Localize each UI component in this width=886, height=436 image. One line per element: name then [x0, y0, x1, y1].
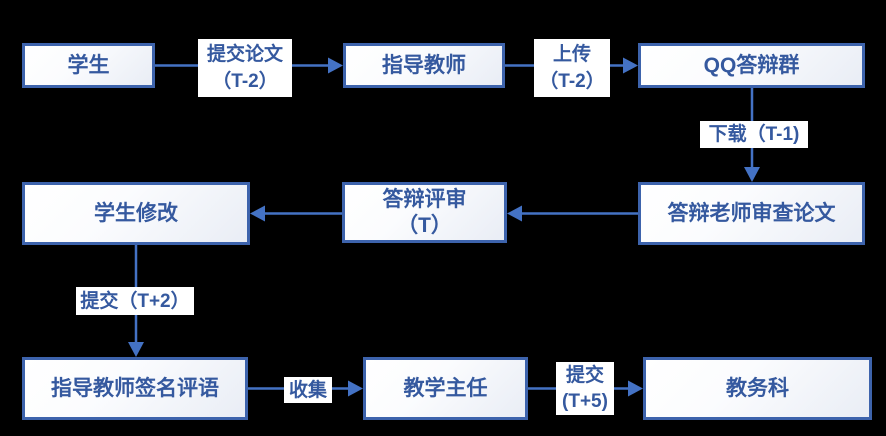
node-defense-review-line2: （T） — [397, 213, 452, 237]
node-student: 学生 — [22, 43, 155, 88]
node-advisor-signature-label: 指导教师签名评语 — [51, 376, 219, 400]
node-qq-defense-group: QQ答辩群 — [638, 43, 865, 88]
edge-label-submit-t5: 提交 (T+5) — [556, 362, 614, 415]
edge-label-download: 下载（T-1) — [700, 121, 808, 148]
node-defense-review-line1: 答辩评审 — [382, 187, 467, 211]
arrowhead-checker-to-review — [507, 205, 522, 222]
node-defense-teacher-check-label: 答辩老师审查论文 — [667, 201, 836, 225]
edge-label-upload-line1: 上传 — [552, 44, 591, 65]
arrowhead-revision-to-sign — [128, 342, 144, 357]
edge-label-upload: 上传 （T-2） — [534, 39, 610, 97]
node-advisor: 指导教师 — [343, 43, 505, 88]
edge-label-collect-text: 收集 — [288, 379, 327, 401]
arrowhead-qq-to-checker — [744, 167, 760, 182]
node-academic-office: 教务科 — [643, 357, 872, 420]
node-academic-office-label: 教务科 — [726, 376, 789, 400]
node-teaching-director-label: 教学主任 — [403, 376, 488, 400]
node-advisor-signature: 指导教师签名评语 — [22, 357, 248, 420]
edge-label-submit-paper-line1: 提交论文 — [206, 44, 283, 65]
node-advisor-label: 指导教师 — [382, 53, 466, 77]
node-student-label: 学生 — [67, 53, 110, 77]
node-student-revision: 学生修改 — [22, 182, 250, 245]
edge-label-submit-t2: 提交（T+2） — [76, 287, 194, 315]
edge-label-submit-paper-line2: （T-2） — [212, 71, 278, 92]
edge-label-collect: 收集 — [284, 377, 332, 403]
arrowhead-sign-to-director — [348, 380, 363, 397]
node-defense-teacher-check: 答辩老师审查论文 — [638, 182, 865, 245]
arrowhead-student-to-advisor — [328, 57, 343, 74]
edge-label-submit-t2-text: 提交（T+2） — [80, 290, 190, 312]
arrowhead-director-to-office — [628, 380, 643, 397]
edge-label-submit-t5-line2: (T+5) — [562, 390, 608, 412]
node-student-revision-label: 学生修改 — [94, 201, 178, 225]
node-qq-defense-group-label: QQ答辩群 — [703, 53, 800, 77]
arrowhead-advisor-to-qq — [623, 57, 638, 74]
arrowhead-review-to-revision — [250, 205, 265, 222]
edge-label-submit-t5-line1: 提交 — [565, 364, 604, 386]
node-teaching-director: 教学主任 — [363, 357, 528, 420]
edge-label-upload-line2: （T-2） — [539, 71, 605, 92]
edge-label-download-text: 下载（T-1) — [708, 124, 800, 145]
node-defense-review: 答辩评审 （T） — [342, 182, 507, 243]
edge-label-submit-paper: 提交论文 （T-2） — [198, 39, 292, 97]
